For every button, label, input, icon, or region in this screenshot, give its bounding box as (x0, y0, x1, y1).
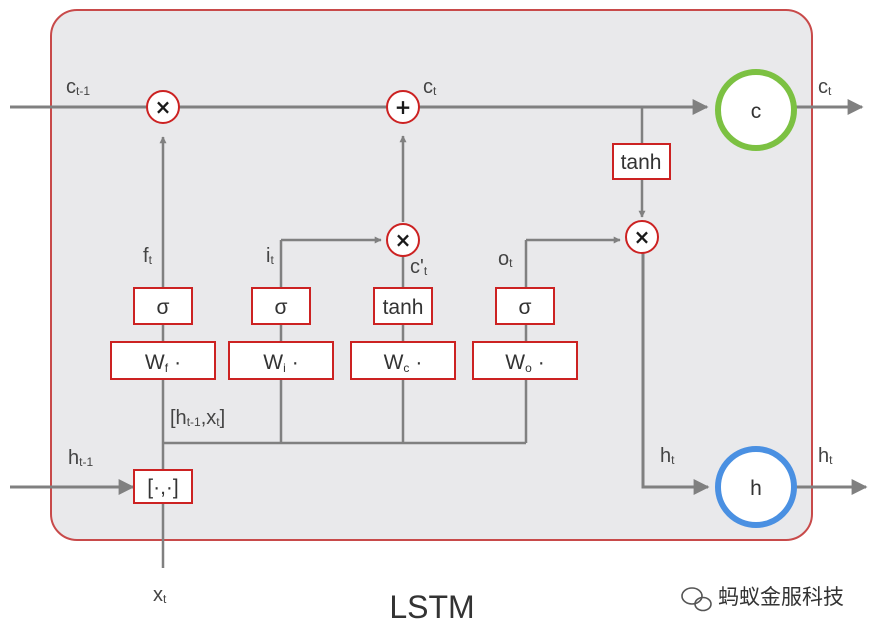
h-prev-label: ht-1 (68, 447, 93, 469)
output-weight-label: Wo· (505, 351, 545, 375)
candidate-weight-box: Wc· (350, 341, 456, 380)
hidden-state-flow (10, 253, 868, 495)
h-t-in-label: ht (660, 445, 675, 467)
output-multiply-symbol: × (634, 225, 651, 249)
wechat-icon (681, 587, 712, 612)
candidate-tanh: tanh (383, 296, 424, 319)
forget-weight-box: Wf· (110, 341, 216, 380)
input-multiply-op: × (386, 223, 420, 257)
input-multiply-symbol: × (395, 228, 412, 252)
cell-add-symbol: + (395, 95, 412, 119)
input-gate-sigma-box: σ (251, 287, 311, 325)
output-gate-sigma-box: σ (495, 287, 555, 325)
candidate-tanh-box: tanh (373, 287, 433, 325)
diagram-title: LSTM (389, 589, 474, 625)
forget-gate-sigma: σ (157, 296, 170, 319)
output-gate-label: ot (498, 248, 513, 270)
output-gate-sigma: σ (519, 296, 532, 319)
output-tanh-box: tanh (612, 143, 671, 180)
candidate-weight-label: Wc· (384, 351, 423, 375)
hidden-state-label: h (750, 477, 762, 500)
output-multiply-op: × (625, 220, 659, 254)
cell-state-label: c (751, 100, 762, 123)
c-t-out-label: ct (818, 76, 832, 98)
forget-gate-sigma-box: σ (133, 287, 193, 325)
concat-symbol: [·,·] (147, 476, 179, 499)
lstm-cell-panel (50, 9, 813, 541)
output-tanh: tanh (621, 151, 662, 174)
forget-gate-label: ft (143, 245, 153, 267)
candidate-label: c't (410, 256, 428, 278)
forget-multiply-op: × (146, 90, 180, 124)
c-prev-label: ct-1 (66, 76, 90, 98)
concat-label: [ht-1,xt] (170, 407, 225, 429)
x-t-label: xt (153, 584, 167, 606)
input-weight-label: Wi· (263, 351, 299, 375)
cell-state-node: c (715, 69, 797, 151)
h-t-out-label: ht (818, 445, 833, 467)
forget-multiply-symbol: × (155, 95, 172, 119)
watermark-text: 蚂蚁金服科技 (718, 585, 844, 609)
c-t-add-label: ct (423, 76, 437, 98)
cell-add-op: + (386, 90, 420, 124)
input-weight-box: Wi· (228, 341, 334, 380)
concat-box: [·,·] (133, 469, 193, 504)
hidden-state-node: h (715, 446, 797, 528)
input-gate-label: it (266, 245, 274, 267)
forget-weight-label: Wf· (145, 351, 181, 375)
output-weight-box: Wo· (472, 341, 578, 380)
input-gate-sigma: σ (275, 296, 288, 319)
